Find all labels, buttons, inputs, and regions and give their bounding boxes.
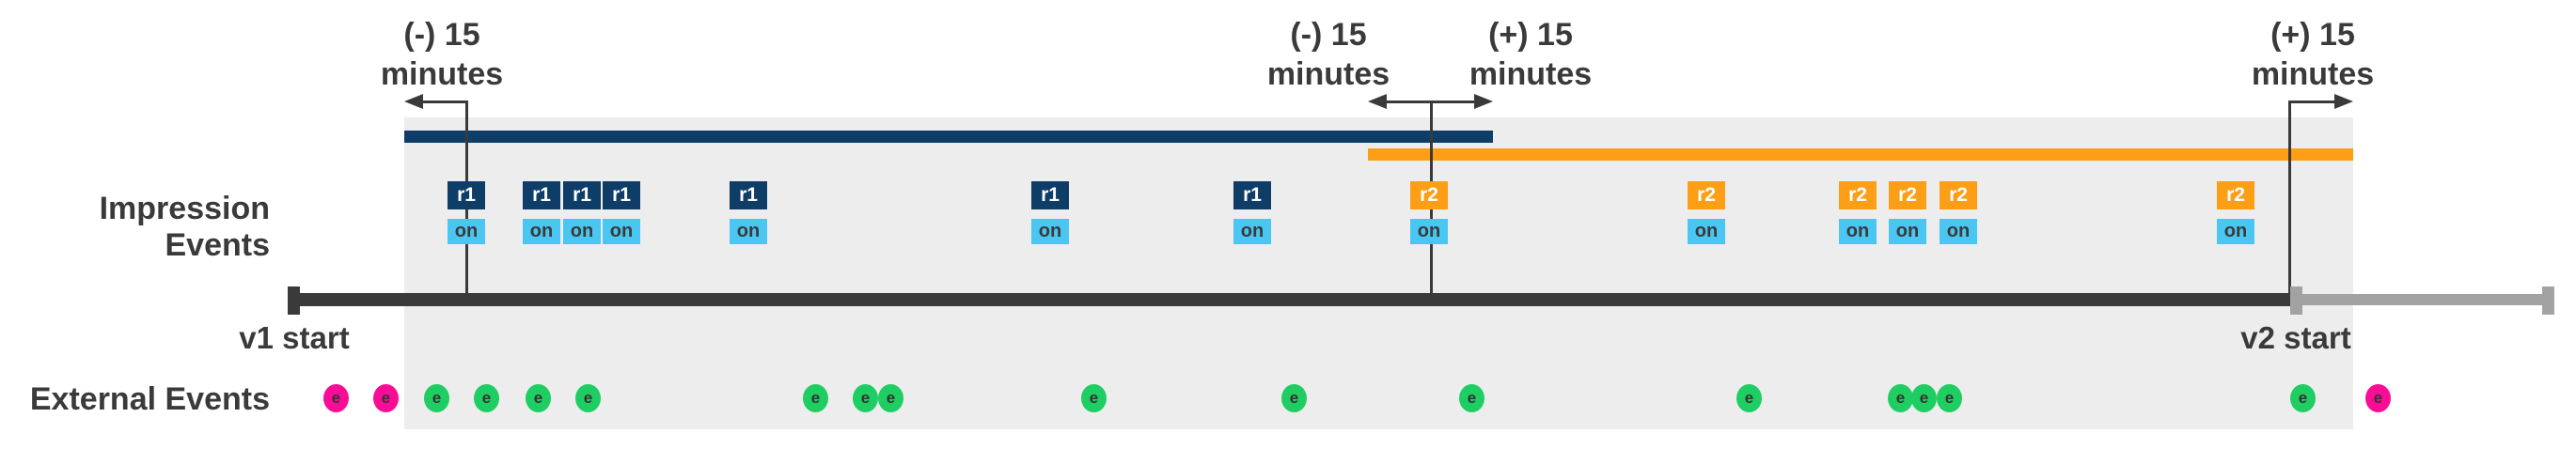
on-box: on	[1839, 219, 1877, 244]
on-box: on	[730, 219, 767, 244]
v2-start-label: v2 start	[2240, 320, 2351, 355]
arrow-head-icon	[2334, 94, 2353, 109]
offset-arrow-line	[1385, 101, 1431, 103]
impression-box-r2: r2	[1410, 181, 1448, 209]
external-row-label: External Events	[29, 381, 270, 417]
impression-box-r1: r1	[563, 181, 601, 209]
on-box: on	[2217, 219, 2254, 244]
arrow-head-icon	[1368, 94, 1387, 109]
external-event-dot: e	[424, 384, 449, 412]
analysis-window-panel	[404, 117, 2353, 429]
impression-box-r2: r2	[2217, 181, 2254, 209]
on-box: on	[1940, 219, 1977, 244]
offset-label-line1: (-) 15	[403, 17, 480, 53]
external-event-dot: e	[474, 384, 499, 412]
r1-window-bar	[404, 131, 1493, 143]
external-event-dot: e	[373, 384, 399, 412]
on-box: on	[1688, 219, 1725, 244]
offset-arrow-line	[1431, 101, 1476, 103]
external-event-dot: e	[878, 384, 903, 412]
offset-label-line1: (+) 15	[1488, 17, 1573, 53]
impression-box-r2: r2	[1940, 181, 1977, 209]
external-event-dot: e	[575, 384, 601, 412]
offset-label-line1: (-) 15	[1290, 17, 1367, 53]
on-box: on	[1889, 219, 1926, 244]
offset-arrow-line	[421, 101, 466, 103]
external-event-dot: e	[853, 384, 878, 412]
impression-box-r1: r1	[448, 181, 485, 209]
on-box: on	[1031, 219, 1069, 244]
on-box: on	[1233, 219, 1271, 244]
offset-label-line1: (+) 15	[2270, 17, 2355, 53]
external-event-dot: e	[803, 384, 828, 412]
timeline-v2-bar	[2297, 294, 2544, 305]
offset-label-line2: minutes	[1266, 56, 1390, 92]
offset-label-line2: minutes	[1469, 56, 1593, 92]
offset-label-line2: minutes	[380, 56, 504, 92]
on-box: on	[523, 219, 560, 244]
external-event-dot: e	[1888, 384, 1913, 412]
external-event-dot: e	[1459, 384, 1484, 412]
impression-box-r2: r2	[1839, 181, 1877, 209]
on-box: on	[448, 219, 485, 244]
timeline-v1-bar	[294, 293, 2290, 306]
external-event-dot: e	[323, 384, 349, 412]
on-box: on	[1410, 219, 1448, 244]
arrow-head-icon	[1474, 94, 1493, 109]
external-event-dot: e	[1081, 384, 1107, 412]
offset-label-line2: minutes	[2251, 56, 2375, 92]
on-box: on	[603, 219, 640, 244]
external-event-dot: e	[1937, 384, 1962, 412]
external-event-dot: e	[1281, 384, 1307, 412]
external-event-dot: e	[1736, 384, 1762, 412]
timeline-end-cap	[2542, 286, 2554, 315]
impression-box-r2: r2	[1688, 181, 1725, 209]
v2-start-cap	[2290, 286, 2302, 315]
impression-box-r2: r2	[1889, 181, 1926, 209]
external-event-dot: e	[2365, 384, 2391, 412]
impression-box-r1: r1	[603, 181, 640, 209]
impression-box-r1: r1	[1233, 181, 1271, 209]
guide-line	[2288, 101, 2291, 294]
on-box: on	[563, 219, 601, 244]
arrow-head-icon	[404, 94, 423, 109]
impression-box-r1: r1	[1031, 181, 1069, 209]
impression-row-label: Impression Events	[99, 191, 270, 263]
external-event-dot: e	[526, 384, 551, 412]
offset-arrow-line	[2289, 101, 2336, 103]
r2-window-bar	[1368, 148, 2353, 161]
impression-box-r1: r1	[523, 181, 560, 209]
external-event-dot: e	[1911, 384, 1937, 412]
v1-start-label: v1 start	[239, 320, 350, 355]
impression-box-r1: r1	[730, 181, 767, 209]
external-event-dot: e	[2290, 384, 2316, 412]
